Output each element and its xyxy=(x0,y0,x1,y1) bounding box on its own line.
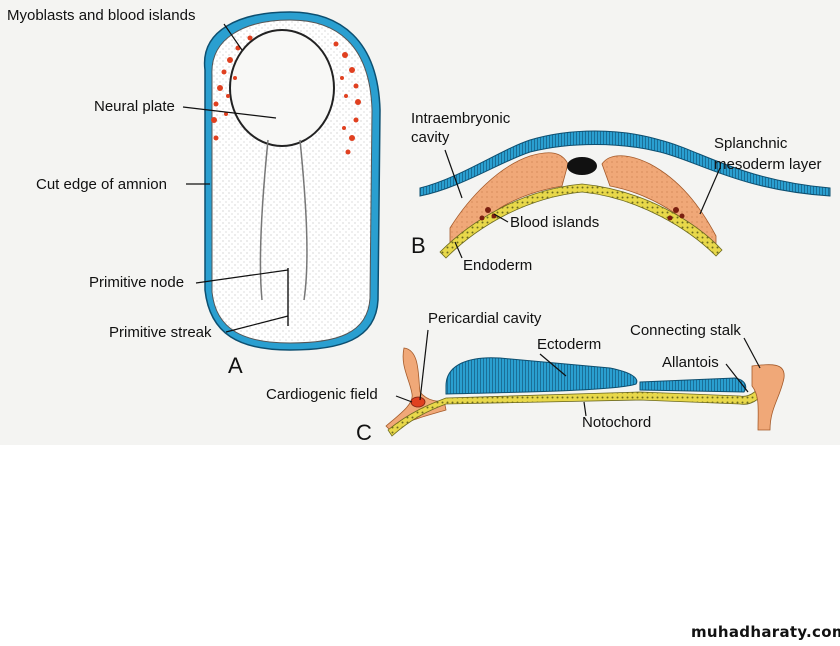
label-cardiogenic-field: Cardiogenic field xyxy=(266,386,378,403)
label-connecting-stalk: Connecting stalk xyxy=(630,322,741,339)
panel-a-embryo xyxy=(182,11,381,351)
panel-letter-c: C xyxy=(356,420,372,445)
ectoderm-b xyxy=(419,130,831,197)
panel-c-section xyxy=(385,329,785,437)
panel-b-section xyxy=(419,130,831,259)
neural-groove xyxy=(259,139,308,301)
label-cut-edge-amnion: Cut edge of amnion xyxy=(36,176,167,193)
cardiogenic-field xyxy=(410,396,426,408)
ectoderm-c-right xyxy=(639,377,747,393)
endoderm-b xyxy=(439,183,723,259)
cardiogenic-mass xyxy=(385,347,447,433)
label-primitive-streak: Primitive streak xyxy=(109,324,212,341)
label-endoderm: Endoderm xyxy=(463,257,533,274)
embryo-diagram xyxy=(182,11,831,437)
blood-islands-a xyxy=(211,35,361,155)
label-cavity: cavity xyxy=(411,129,450,146)
notochord-b xyxy=(567,157,597,175)
label-myoblasts: Myoblasts and blood islands xyxy=(7,7,196,24)
label-notochord: Notochord xyxy=(582,414,652,431)
ectoderm-c xyxy=(445,357,638,395)
panel-letter-a: A xyxy=(228,353,243,378)
label-blood-islands: Blood islands xyxy=(510,214,600,231)
label-intraembryonic: Intraembryonic xyxy=(411,110,511,127)
label-neural-plate: Neural plate xyxy=(94,98,175,115)
neural-plate-head xyxy=(229,29,335,147)
label-mesoderm-layer: mesoderm layer xyxy=(714,156,822,173)
label-splanchnic: Splanchnic xyxy=(714,135,788,152)
connecting-stalk xyxy=(751,364,785,431)
watermark: muhadharaty.com xyxy=(691,623,840,641)
label-ectoderm: Ectoderm xyxy=(537,336,602,353)
panel-letter-b: B xyxy=(411,233,426,258)
label-primitive-node: Primitive node xyxy=(89,274,185,291)
label-pericardial-cavity: Pericardial cavity xyxy=(428,310,542,327)
label-allantois: Allantois xyxy=(662,354,719,371)
